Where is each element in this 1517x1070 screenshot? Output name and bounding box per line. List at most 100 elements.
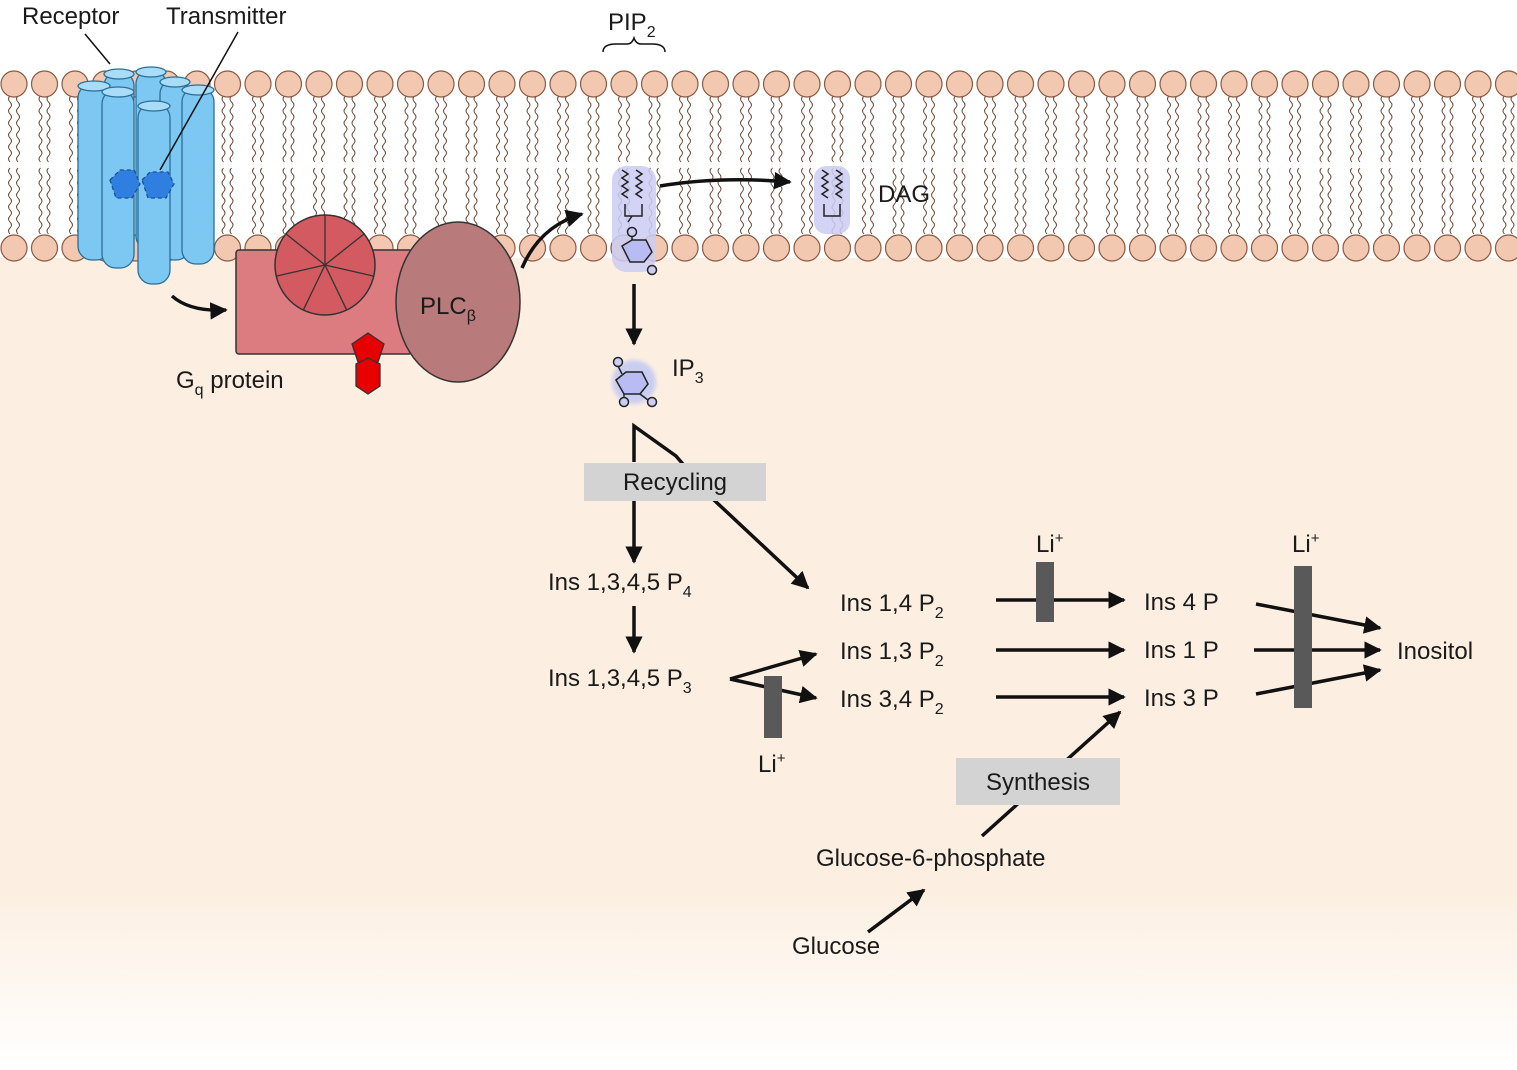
lipid-tail [443,95,447,163]
lipid-tail [1350,167,1354,235]
lipid-bilayer [0,70,1517,262]
lipid-tail [69,95,73,163]
lipid-head [1342,70,1370,98]
lipid-tail [1327,167,1332,235]
lipid-tail [1297,95,1301,163]
lipid-tail [1449,95,1454,163]
lipid-tail [16,167,20,235]
dag-lipid-icon [814,166,850,234]
lipid-tail [870,167,874,235]
lipid-tail [229,167,234,235]
lipid-head [1128,234,1157,262]
lipid-tail [1236,95,1240,163]
lipid-tail [1014,95,1019,163]
lipid-tail [1136,95,1141,163]
lipid-head [549,234,577,262]
lipid-head [1006,70,1035,98]
lipid-tail [1419,95,1423,163]
lipid-tail [1144,167,1149,235]
lipid-tail [496,95,500,163]
lipid-tail [1472,95,1476,163]
gq-protein-label: Gq protein [176,367,284,399]
lipid-head [457,70,486,98]
lithium-bar [1036,562,1054,622]
lipid-head [793,234,821,262]
lipid-tail [709,167,714,235]
lipid-tail [1319,95,1324,163]
lipid-head [1037,234,1065,262]
lipid-head [610,70,638,98]
lipid-head [732,234,760,262]
lipid-tail [1266,167,1271,235]
lipid-tail [412,167,417,235]
lipid-tail [831,95,836,163]
lipid-head [1067,70,1096,98]
lipid-head [1128,70,1157,98]
plc-label: PLCβ [420,293,476,325]
lipid-tail [770,95,775,163]
lipid-tail [839,95,844,163]
lipid-tail [1106,167,1110,235]
lipid-head [823,70,852,98]
lipid-tail [1197,95,1202,163]
lipid-tail [717,167,722,235]
lipid-head [274,70,303,98]
lipid-tail [1510,95,1515,163]
lipid-head [1281,70,1309,98]
lipid-head [1494,70,1517,98]
lipid-head [1037,70,1065,98]
lipid-tail [69,167,73,235]
ip3-ring-icon [612,356,658,408]
lipid-tail [961,95,966,163]
lipid-tail [1319,167,1324,235]
lipid-tail [374,95,378,163]
lipid-tail [900,167,905,235]
lipid-tail [443,167,447,235]
lipid-head [579,70,608,98]
transmitter-label: Transmitter [166,3,286,30]
lithium-bar [1294,566,1312,708]
lipid-tail [1053,167,1057,235]
lipid-head [1189,234,1218,262]
lithium-label: Li+ [758,750,786,778]
ins-1345-p4-label: Ins 1,3,4,5 P4 [548,569,692,601]
lipid-tail [595,95,600,163]
lipid-tail [862,167,866,235]
lipid-tail [1106,95,1110,163]
lipid-tail [1510,167,1515,235]
lipid-head [518,70,547,98]
lipid-head [1159,70,1187,98]
lipid-head [366,70,394,98]
lipid-head [1403,234,1431,262]
lipid-tail [923,167,927,235]
lipid-tail [679,167,683,235]
lipid-head [1220,234,1248,262]
lipid-tail [1502,167,1507,235]
lipid-tail [1114,167,1118,235]
lipid-tail [1075,95,1080,163]
lipid-head [1433,70,1462,98]
lipid-tail [8,167,12,235]
lipid-tail [526,95,531,163]
lipid-head [305,70,333,98]
lipid-tail [313,95,317,163]
inositol-label: Inositol [1397,638,1473,665]
lipid-head [1006,234,1035,262]
lipid-tail [282,167,287,235]
lipid-tail [984,95,988,163]
lipid-tail [16,95,20,163]
lipid-head [945,234,974,262]
lipid-head [335,70,364,98]
lipid-tail [435,167,439,235]
lipid-head [1494,234,1517,262]
ins-1p-label: Ins 1 P [1144,637,1219,664]
lipid-tail [252,167,256,235]
lipid-head [1464,70,1492,98]
lipid-tail [892,167,897,235]
lipid-head [1464,234,1492,262]
lipid-tail [740,167,744,235]
lipid-tail [1228,167,1232,235]
lipid-tail [504,167,508,235]
lipid-tail [931,167,935,235]
lipid-tail [1502,95,1507,163]
